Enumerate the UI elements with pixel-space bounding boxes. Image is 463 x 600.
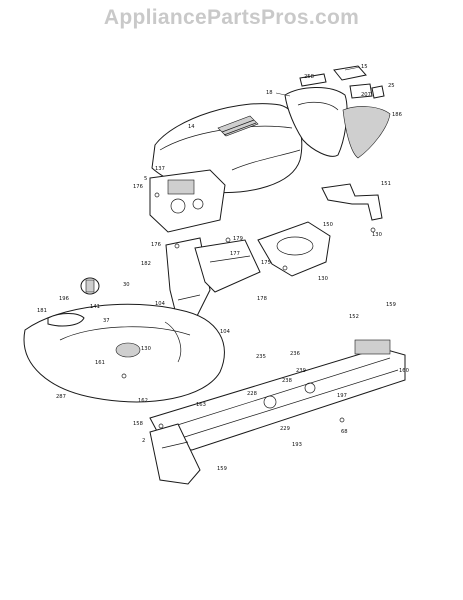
callout-label: 197 bbox=[337, 393, 347, 399]
callout-label: 2 bbox=[142, 438, 145, 444]
callout-label: 186 bbox=[392, 112, 402, 118]
callout-label: 182 bbox=[141, 261, 151, 267]
grille-part bbox=[284, 87, 348, 157]
headlight-lens-part bbox=[342, 106, 391, 159]
callout-label: 287 bbox=[56, 394, 66, 400]
fuel-cap-part bbox=[47, 277, 100, 327]
hardware-fasteners bbox=[121, 192, 376, 429]
callout-label: 18 bbox=[266, 90, 273, 96]
callout-label: 176 bbox=[151, 242, 161, 248]
callout-label: 229 bbox=[280, 426, 290, 432]
callout-label: 158 bbox=[133, 421, 143, 427]
callout-label: 104 bbox=[220, 329, 231, 335]
callout-label: 130 bbox=[372, 232, 382, 238]
callout-label: 235 bbox=[256, 354, 266, 360]
callout-label: 238 bbox=[282, 378, 292, 384]
callout-label: 179 bbox=[233, 236, 243, 242]
callout-label: 130 bbox=[318, 276, 328, 282]
callout-label: 163 bbox=[196, 402, 206, 408]
fender-deck-part bbox=[23, 303, 225, 403]
callout-label: 141 bbox=[90, 304, 100, 310]
hood-emblem-parts bbox=[299, 65, 385, 99]
watermark: AppliancePartsPros.com bbox=[103, 6, 360, 29]
callout-label: 177 bbox=[230, 251, 240, 257]
callout-label: 239 bbox=[296, 368, 306, 374]
callout-label: 207 bbox=[361, 92, 371, 98]
callout-label: 30 bbox=[123, 282, 130, 288]
support-bracket-part bbox=[194, 239, 261, 293]
callout-label: 130 bbox=[141, 346, 151, 352]
callout-label: 236 bbox=[290, 351, 300, 357]
callout-label: 178 bbox=[257, 296, 267, 302]
callout-label: 161 bbox=[95, 360, 105, 366]
callout-label: 68 bbox=[341, 429, 348, 435]
callout-label: 193 bbox=[292, 442, 302, 448]
callout-label: 150 bbox=[323, 222, 333, 228]
battery-tray-part bbox=[257, 221, 331, 277]
callout-label: 159 bbox=[386, 302, 396, 308]
callout-label: 160 bbox=[399, 368, 409, 374]
callout-label: 162 bbox=[138, 398, 148, 404]
callout-label: 151 bbox=[381, 181, 391, 187]
callout-labels: 15 258 207 25 18 186 14 137 5 176 176 17… bbox=[37, 64, 409, 472]
front-axle-part bbox=[149, 423, 201, 485]
callout-label: 159 bbox=[217, 466, 227, 472]
callout-label: 137 bbox=[155, 166, 165, 172]
dash-panel-part bbox=[149, 169, 226, 233]
callout-label: 258 bbox=[304, 74, 314, 80]
main-frame-part bbox=[149, 339, 406, 451]
callout-label: 15 bbox=[361, 64, 368, 70]
callout-label: 5 bbox=[144, 176, 147, 182]
callout-label: 196 bbox=[59, 296, 69, 302]
callout-label: 228 bbox=[247, 391, 257, 397]
callout-label: 181 bbox=[37, 308, 47, 314]
callout-label: 175 bbox=[261, 260, 271, 266]
callout-label: 14 bbox=[188, 124, 195, 130]
mount-bracket-part bbox=[321, 183, 383, 221]
callout-label: 104 bbox=[155, 301, 166, 307]
callout-label: 37 bbox=[103, 318, 110, 324]
callout-label: 176 bbox=[133, 184, 143, 190]
callout-label: 152 bbox=[349, 314, 359, 320]
callout-label: 25 bbox=[388, 83, 395, 89]
